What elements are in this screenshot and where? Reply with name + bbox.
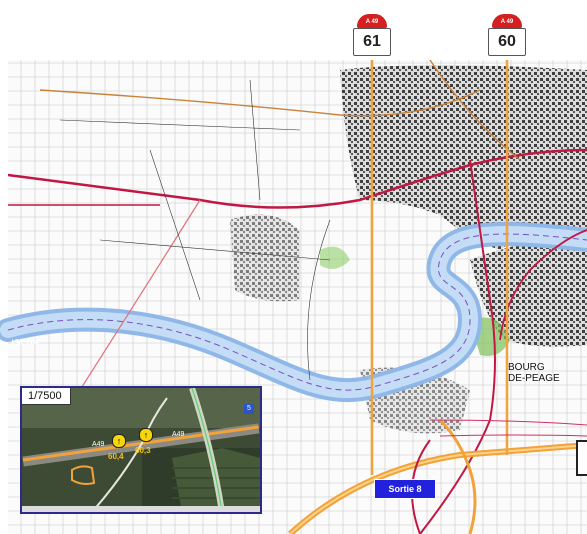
urban-area-east [470, 235, 587, 347]
point-label: 60,4 [108, 452, 124, 461]
lane-sign: 5 [244, 404, 254, 414]
km-marker-61: A 49 61 [353, 14, 391, 56]
aerial-inset[interactable]: 1/7500 A49 A49 ↑ ↑ 60,4 60,3 5 [20, 386, 262, 514]
town-label: BOURG DE-PEAGE [508, 362, 560, 384]
inset-scale-label: 1/7500 [22, 388, 71, 405]
river-boundary [7, 233, 587, 391]
km-marker-value: 61 [353, 28, 391, 56]
km-marker-road: A 49 [492, 14, 522, 28]
inset-road-label: A49 [172, 431, 185, 438]
railway [439, 434, 587, 437]
green-patch [320, 246, 350, 269]
railway [429, 419, 587, 426]
urban-area-village [230, 214, 300, 302]
secondary-road [429, 59, 521, 161]
point-marker-icon[interactable]: ↑ [139, 428, 153, 442]
secondary-road [39, 89, 481, 117]
km-marker-value: 60 [488, 28, 526, 56]
main-road [499, 229, 587, 341]
point-marker-icon[interactable]: ↑ [112, 434, 126, 448]
river-name-label: ISERE [11, 335, 39, 348]
main-road [7, 148, 587, 209]
highway-link [438, 418, 477, 534]
km-marker-60: A 49 60 [488, 14, 526, 56]
km-marker-road: A 49 [357, 14, 387, 28]
town-label-line1: BOURG [508, 362, 545, 373]
secondary-road [79, 199, 201, 391]
inset-road-label: A49 [92, 441, 105, 448]
point-label: 60,3 [135, 446, 151, 455]
highway-a49-center [289, 444, 587, 534]
main-road [419, 159, 496, 534]
exit-sign[interactable]: Sortie 8 [374, 479, 436, 499]
urban-area-north [340, 65, 587, 250]
town-label-line2: DE-PEAGE [508, 373, 560, 384]
map-frame-edge [576, 440, 587, 476]
